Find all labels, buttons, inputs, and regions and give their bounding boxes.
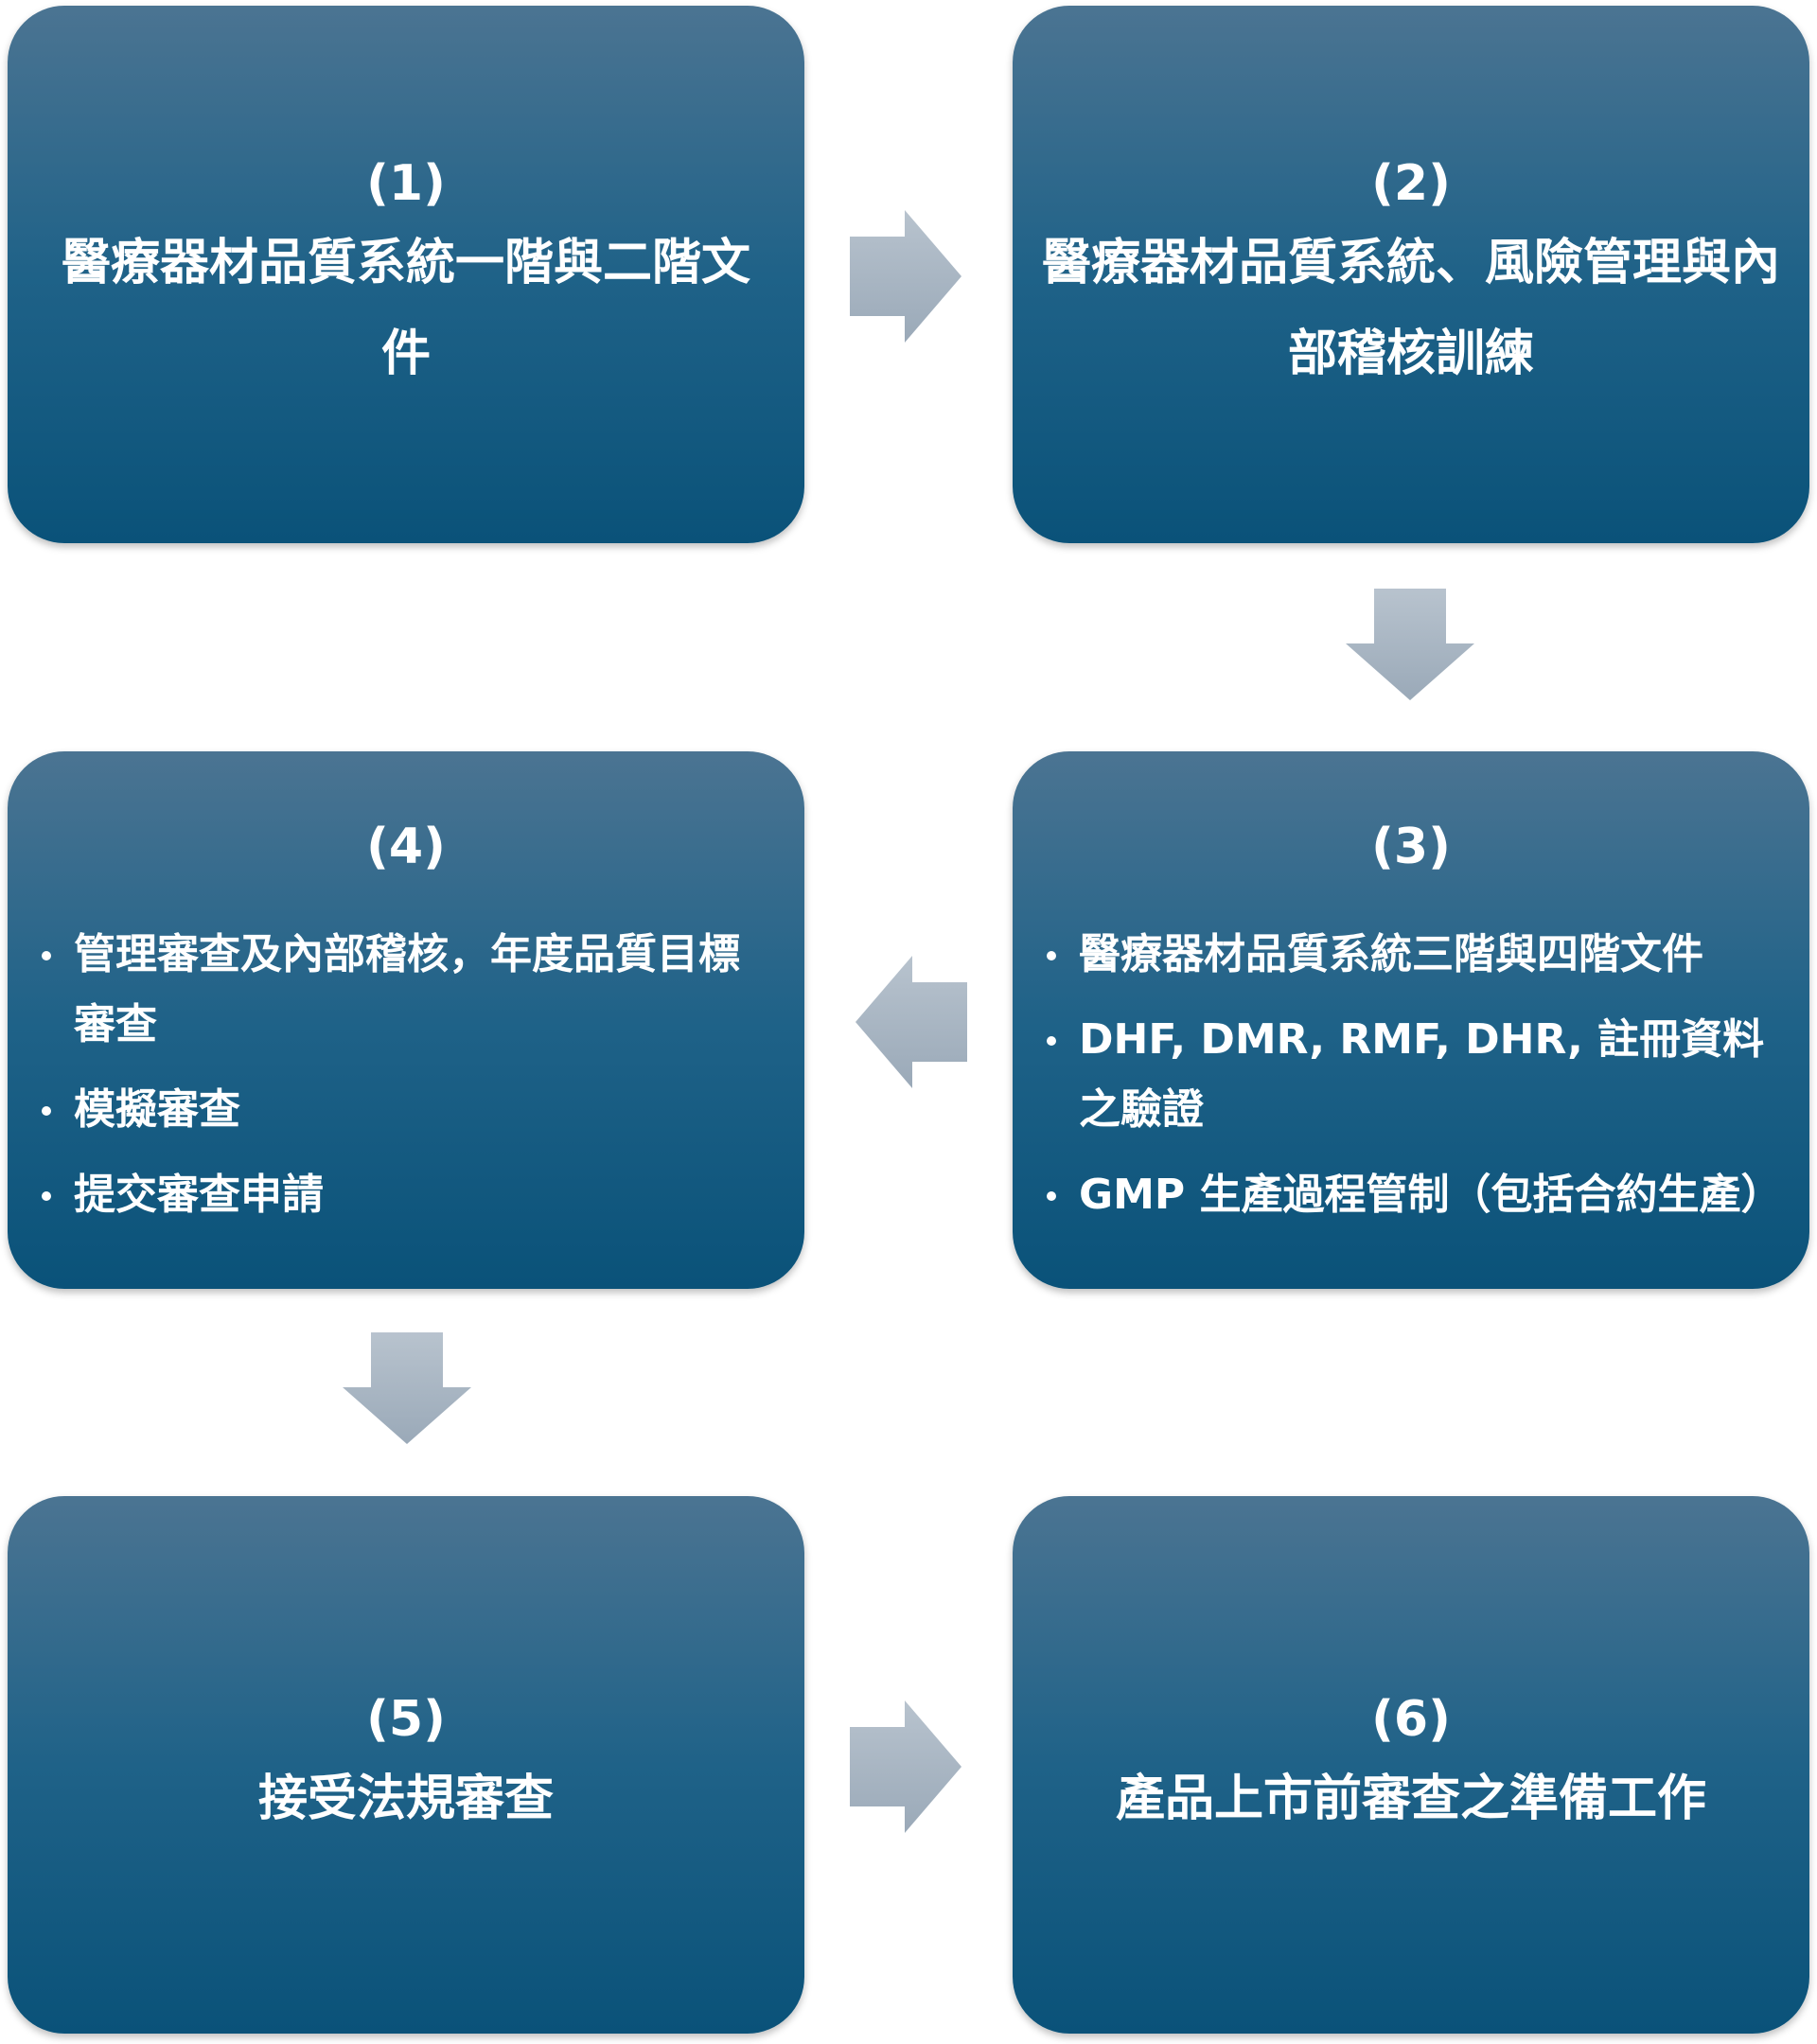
arrow-right-icon xyxy=(850,210,961,343)
list-item: 模擬審查 xyxy=(42,1075,767,1145)
step-6-number: (6) xyxy=(1371,1690,1451,1748)
step-6-title: 產品上市前審查之準備工作 xyxy=(1115,1771,1706,1828)
step-3-box: (3) 醫療器材品質系統三階與四階文件 DHF, DMR, RMF, DHR, … xyxy=(1013,751,1809,1289)
step-3-list: 醫療器材品質系統三階與四階文件 DHF, DMR, RMF, DHR, 註冊資料… xyxy=(1013,920,1809,1230)
step-2-box: (2) 醫療器材品質系統、風險管理與內部稽核訓練 xyxy=(1013,6,1809,543)
step-2-title: 醫療器材品質系統、風險管理與內部稽核訓練 xyxy=(1042,235,1781,383)
arrow-left-icon xyxy=(856,956,967,1088)
step-5-title: 接受法規審查 xyxy=(257,1771,554,1828)
step-4-box: (4) 管理審查及內部稽核，年度品質目標審查 模擬審查 提交審查申請 xyxy=(8,751,804,1289)
list-item: 提交審查申請 xyxy=(42,1160,767,1230)
list-item: 醫療器材品質系統三階與四階文件 xyxy=(1047,920,1772,990)
step-2-number: (2) xyxy=(1371,154,1451,212)
step-5-box: (5) 接受法規審查 xyxy=(8,1496,804,2034)
step-4-number: (4) xyxy=(366,819,446,875)
arrow-right-icon xyxy=(850,1700,961,1833)
arrow-down-icon xyxy=(1346,589,1474,700)
list-item: DHF, DMR, RMF, DHR, 註冊資料之驗證 xyxy=(1047,1005,1772,1145)
step-5-number: (5) xyxy=(366,1690,446,1748)
step-1-title: 醫療器材品質系統一階與二階文件 xyxy=(61,235,750,383)
list-item: 管理審查及內部稽核，年度品質目標審查 xyxy=(42,920,767,1060)
list-item: GMP 生產過程管制（包括合約生產） xyxy=(1047,1160,1782,1230)
arrow-down-icon xyxy=(343,1332,471,1444)
step-6-box: (6) 產品上市前審查之準備工作 xyxy=(1013,1496,1809,2034)
step-1-number: (1) xyxy=(366,154,446,212)
step-1-box: (1) 醫療器材品質系統一階與二階文件 xyxy=(8,6,804,543)
step-3-number: (3) xyxy=(1371,819,1451,875)
step-4-list: 管理審查及內部稽核，年度品質目標審查 模擬審查 提交審查申請 xyxy=(8,920,804,1230)
